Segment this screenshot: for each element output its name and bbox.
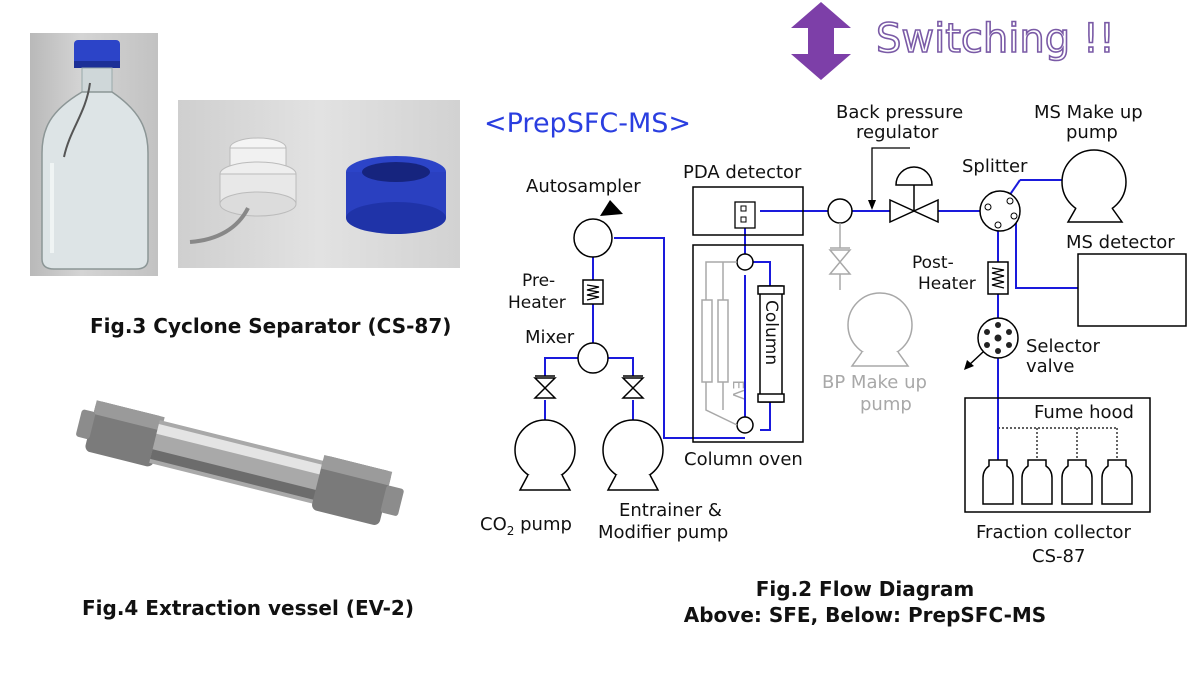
entrainer-label-2: Modifier pump	[598, 522, 728, 543]
co2-pump	[514, 419, 576, 491]
entrainer-pump	[602, 419, 664, 491]
splitter-label: Splitter	[962, 156, 1028, 177]
ev-vessel-inactive	[701, 261, 738, 426]
fig4-caption: Fig.4 Extraction vessel (EV-2)	[82, 596, 414, 620]
ms-makeup-pump	[1061, 149, 1127, 223]
mixer	[577, 342, 609, 374]
fume-hood	[964, 397, 1151, 513]
fig2-caption: Fig.2 Flow Diagram	[756, 577, 974, 601]
fraction-bottle-icon	[982, 459, 1133, 505]
ms-pump-label-2: pump	[1066, 122, 1118, 143]
fraction-lines	[998, 427, 1118, 460]
ev-label: EV	[729, 380, 747, 400]
bp-pump-label-2: pump	[860, 394, 912, 415]
fraction-label: Fraction collector	[976, 522, 1132, 543]
fig3-caption: Fig.3 Cyclone Separator (CS-87)	[90, 314, 452, 338]
postheater-label-2: Heater	[918, 274, 976, 294]
bp-makeup-pump-inactive	[828, 223, 913, 367]
bpr-label-2: regulator	[856, 122, 939, 143]
fig2-caption-2: Above: SFE, Below: PrepSFC-MS	[684, 603, 1046, 627]
double-arrow-icon	[791, 2, 851, 80]
bpr-feedback-line	[871, 147, 910, 207]
oven-valve-top	[736, 253, 754, 271]
selector-label: Selector	[1026, 336, 1101, 357]
ms-pump-label: MS Make up	[1034, 102, 1143, 123]
preheater-label-2: Heater	[508, 293, 566, 313]
mixer-label: Mixer	[525, 327, 575, 348]
co2-pump-label: CO2 pump	[480, 514, 572, 538]
bottle-photo	[30, 33, 158, 276]
bp-pump-label: BP Make up	[822, 372, 927, 393]
bpr-label: Back pressure	[836, 102, 963, 123]
check-valve-icon	[533, 375, 645, 399]
diagram-title: <PrepSFC-MS>	[484, 108, 691, 139]
postheater-label: Post-	[912, 253, 954, 273]
column-label: Column	[761, 300, 781, 365]
column-oven	[692, 244, 804, 443]
separator-cap-photo	[178, 100, 460, 268]
preheater-coil-icon	[582, 279, 604, 305]
oven-valve-bottom	[736, 416, 754, 434]
fraction-label-2: CS-87	[1032, 546, 1085, 567]
pda-detector	[692, 186, 804, 236]
flow-lines	[544, 179, 1078, 439]
pda-flow-cell-icon	[734, 201, 756, 229]
preheater-label: Pre-	[522, 271, 555, 291]
autosampler-label: Autosampler	[526, 176, 641, 197]
selector-label-2: valve	[1026, 356, 1074, 377]
autosampler	[573, 200, 623, 258]
column-oven-label: Column oven	[684, 449, 803, 470]
ms-detector	[1077, 253, 1187, 327]
junction	[827, 198, 853, 224]
pda-label: PDA detector	[683, 162, 802, 183]
fume-hood-label: Fume hood	[1034, 402, 1134, 423]
extraction-vessel-photo	[70, 388, 420, 538]
ms-detector-label: MS detector	[1066, 232, 1175, 253]
entrainer-label: Entrainer &	[619, 500, 722, 521]
back-pressure-regulator	[889, 166, 939, 224]
svg-text:Switching !!: Switching !!	[876, 16, 1110, 62]
switching-label: Switching !!	[875, 15, 1110, 63]
